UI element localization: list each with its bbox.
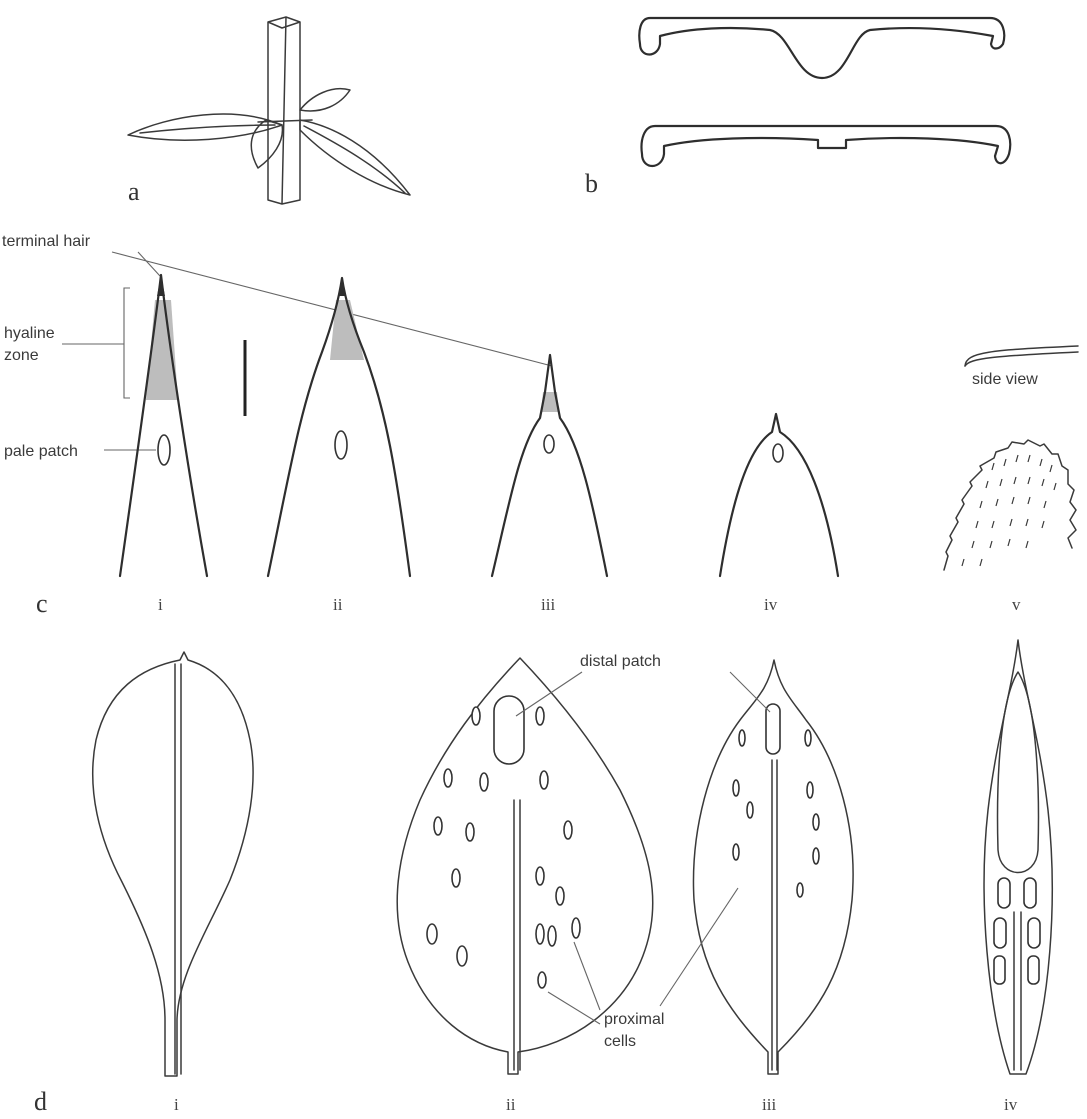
sublabel-c-v: v	[1012, 595, 1021, 614]
panel-b-drawing	[639, 18, 1010, 166]
pale-patch-iv	[773, 444, 783, 462]
sublabel-c-iii: iii	[541, 595, 555, 614]
leaf-outline-d-i	[93, 652, 253, 1076]
leaf-right	[300, 120, 410, 195]
sublabel-c-iv: iv	[764, 595, 778, 614]
leaf-d-i	[93, 652, 253, 1076]
distal-patch-d-ii	[494, 696, 524, 764]
label-terminal-hair: terminal hair	[2, 233, 91, 250]
terminal-hair-ii	[338, 278, 346, 296]
apex-ii	[268, 278, 410, 576]
panel-letter-a: a	[128, 177, 140, 206]
label-distal-patch: distal patch	[580, 653, 661, 670]
cross-section-upper	[639, 18, 1004, 78]
pale-patch-iii	[544, 435, 554, 453]
distal-patch-d-iii	[766, 704, 780, 754]
leaf-small-right	[300, 89, 350, 111]
leaf-outline-d-iv	[984, 640, 1052, 1074]
apex-iii	[492, 355, 607, 576]
bracket-hyaline-zone	[62, 288, 130, 398]
apex-i	[120, 275, 207, 576]
cross-section-lower	[642, 126, 1011, 166]
sublabel-d-iv: iv	[1004, 1095, 1018, 1114]
leaf-d-iv	[984, 640, 1052, 1074]
label-pale-patch: pale patch	[4, 443, 78, 460]
pale-patch-ii	[335, 431, 347, 459]
apex-outline-iii	[492, 355, 607, 576]
apex-outline-iv	[720, 414, 838, 576]
hairy-apex-outline	[944, 440, 1076, 570]
proximal-cells-d-iv	[994, 878, 1040, 984]
leader-distal-patch-ii	[516, 672, 582, 716]
panel-letter-c: c	[36, 589, 48, 618]
stem	[268, 17, 300, 204]
apex-v: side view	[944, 346, 1078, 570]
pale-patch-i	[158, 435, 170, 465]
panel-a-drawing	[128, 17, 410, 204]
apex-iv	[720, 414, 838, 576]
terminal-hair-i	[157, 275, 165, 296]
leader-distal-patch-iii	[730, 672, 770, 712]
leaf-d-iii	[693, 660, 853, 1074]
panel-letter-b: b	[585, 169, 598, 198]
label-hyaline-2: zone	[4, 347, 39, 364]
apex-hairs	[962, 455, 1056, 566]
proximal-cells-d-iii	[733, 730, 819, 897]
sublabel-d-ii: ii	[506, 1095, 516, 1114]
sublabel-d-i: i	[174, 1095, 179, 1114]
side-view-outline	[965, 346, 1078, 366]
sublabel-c-ii: ii	[333, 595, 343, 614]
label-proximal-1: proximal	[604, 1011, 664, 1028]
leader-proximal-b	[548, 992, 600, 1024]
leader-proximal-a	[574, 942, 600, 1010]
sublabel-d-iii: iii	[762, 1095, 776, 1114]
label-hyaline-1: hyaline	[4, 325, 55, 342]
label-proximal-2: cells	[604, 1033, 636, 1050]
distal-patch-d-iv	[998, 672, 1039, 873]
sublabel-c-i: i	[158, 595, 163, 614]
label-side-view: side view	[972, 371, 1038, 388]
leaf-left	[128, 114, 282, 140]
leader-proximal-c	[660, 888, 738, 1006]
panel-letter-d: d	[34, 1087, 47, 1116]
